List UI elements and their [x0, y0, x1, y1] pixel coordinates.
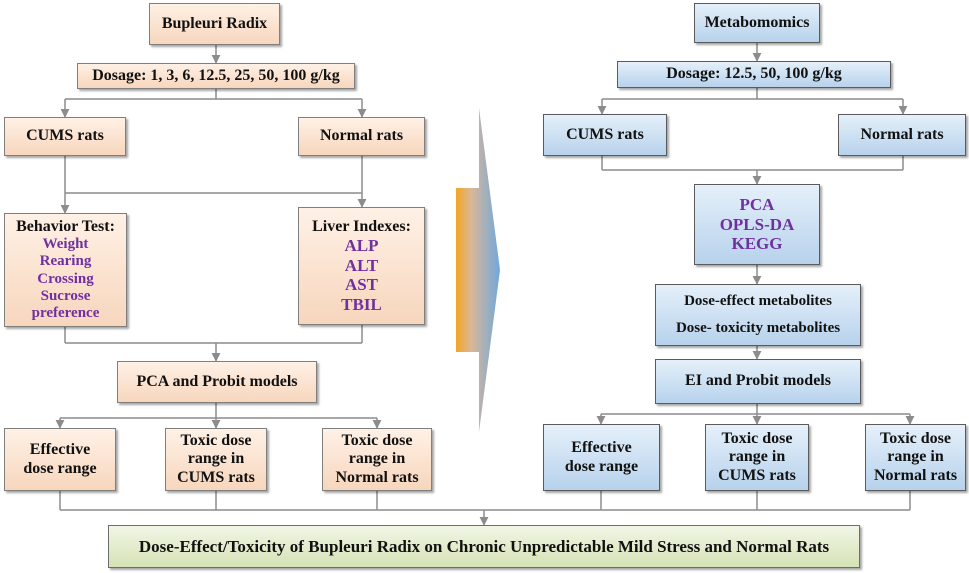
conclusion-text: Dose-Effect/Toxicity of Bupleuri Radix o…: [138, 536, 830, 556]
transition-arrow: [456, 108, 500, 432]
liver-item: AST: [344, 275, 379, 295]
right-cums-box: CUMS rats: [543, 114, 667, 156]
right-normal-box: Normal rats: [838, 114, 966, 156]
right-toxic-normal-line: Normal rats: [873, 466, 958, 484]
right-normal-label: Normal rats: [860, 125, 944, 143]
left-title: Bupleuri Radix: [161, 14, 268, 32]
liver-item: ALP: [344, 236, 379, 256]
left-toxic-normal-line: range in: [348, 450, 406, 468]
right-cums-label: CUMS rats: [566, 125, 644, 143]
left-normal-box: Normal rats: [298, 117, 425, 156]
left-toxic-normal-box: Toxic dose range in Normal rats: [322, 428, 432, 491]
left-toxic-normal-line: Toxic dose: [341, 431, 413, 449]
left-effective-line: dose range: [23, 459, 97, 477]
right-toxic-cums-line: Toxic dose: [721, 429, 793, 447]
analysis-item: KEGG: [731, 234, 783, 254]
left-toxic-cums-box: Toxic dose range in CUMS rats: [165, 428, 267, 491]
right-title-box: Metabomomics: [694, 3, 820, 43]
liver-item: ALT: [344, 255, 379, 275]
left-toxic-cums-line: range in: [187, 450, 245, 468]
right-toxic-normal-box: Toxic dose range in Normal rats: [865, 424, 966, 491]
left-models-label: PCA and Probit models: [136, 372, 298, 390]
left-normal-label: Normal rats: [319, 127, 404, 145]
behavior-test-heading: Behavior Test:: [16, 217, 115, 235]
right-dosage: Dosage: 12.5, 50, 100 g/kg: [666, 65, 842, 83]
left-dosage: Dosage: 1, 3, 6, 12.5, 25, 50, 100 g/kg: [92, 66, 340, 84]
liver-item: TBIL: [341, 294, 382, 314]
behavior-item: Rearing: [39, 253, 92, 270]
right-toxic-normal-line: range in: [887, 448, 944, 466]
left-toxic-cums-line: CUMS rats: [177, 468, 255, 486]
right-toxic-cums-line: CUMS rats: [718, 466, 796, 484]
liver-indexes-heading: Liver Indexes:: [312, 217, 411, 235]
right-dosage-box: Dosage: 12.5, 50, 100 g/kg: [617, 61, 891, 88]
left-title-box: Bupleuri Radix: [149, 3, 280, 45]
left-cums-label: CUMS rats: [26, 127, 104, 145]
right-effective-box: Effective dose range: [543, 424, 660, 491]
right-title: Metabomomics: [704, 13, 810, 31]
right-toxic-cums-box: Toxic dose range in CUMS rats: [705, 424, 809, 491]
left-effective-line: Effective: [29, 441, 91, 459]
left-models-box: PCA and Probit models: [117, 361, 317, 403]
analysis-item: PCA: [739, 195, 775, 215]
behavior-item: Crossing: [37, 270, 94, 287]
metabolites-line: Dose- toxicity metabolites: [675, 320, 841, 336]
metabolites-box: Dose-effect metabolites Dose- toxicity m…: [655, 284, 861, 346]
analysis-item: OPLS-DA: [719, 214, 795, 234]
right-effective-line: Effective: [571, 439, 632, 457]
left-toxic-cums-line: Toxic dose: [180, 431, 252, 449]
behavior-item: Sucrose preference: [31, 287, 100, 322]
conclusion-box: Dose-Effect/Toxicity of Bupleuri Radix o…: [108, 525, 860, 568]
metabolites-line: Dose-effect metabolites: [684, 292, 832, 309]
left-cums-box: CUMS rats: [4, 117, 126, 156]
right-toxic-normal-line: Toxic dose: [880, 429, 951, 447]
liver-indexes-box: Liver Indexes: ALP ALT AST TBIL: [298, 207, 425, 325]
behavior-item: Weight: [42, 236, 89, 253]
right-models-label: EI and Probit models: [685, 372, 831, 390]
left-dosage-box: Dosage: 1, 3, 6, 12.5, 25, 50, 100 g/kg: [77, 63, 355, 89]
left-effective-box: Effective dose range: [4, 428, 116, 491]
behavior-test-box: Behavior Test: Weight Rearing Crossing S…: [4, 213, 127, 327]
right-toxic-cums-line: range in: [728, 448, 786, 466]
right-models-box: EI and Probit models: [655, 359, 861, 404]
analysis-box: PCA OPLS-DA KEGG: [694, 184, 820, 265]
right-effective-line: dose range: [564, 457, 639, 475]
left-toxic-normal-line: Normal rats: [335, 468, 419, 486]
